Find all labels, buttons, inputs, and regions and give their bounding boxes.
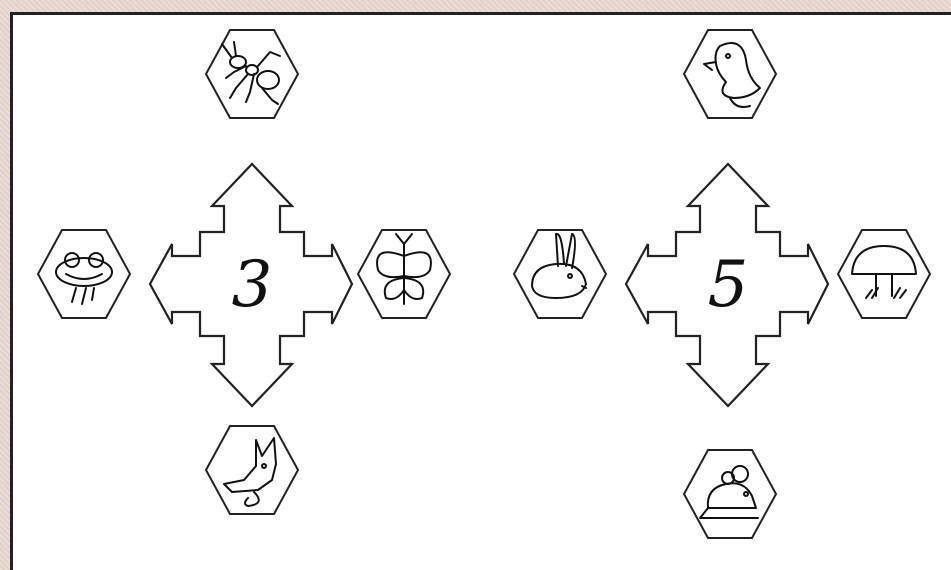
mouse-icon [684, 450, 776, 538]
puzzle-number: 3 [232, 248, 273, 322]
rabbit-icon [514, 230, 606, 318]
ant-icon [206, 30, 298, 118]
puzzle-left: 3 [38, 30, 450, 514]
mushroom-icon [838, 230, 930, 318]
butterfly-icon [358, 230, 450, 318]
fox-icon [206, 426, 298, 514]
puzzle-number: 5 [708, 248, 749, 322]
bird-icon [684, 30, 776, 118]
frog-icon [38, 230, 130, 318]
puzzle-right: 5 [514, 30, 930, 538]
